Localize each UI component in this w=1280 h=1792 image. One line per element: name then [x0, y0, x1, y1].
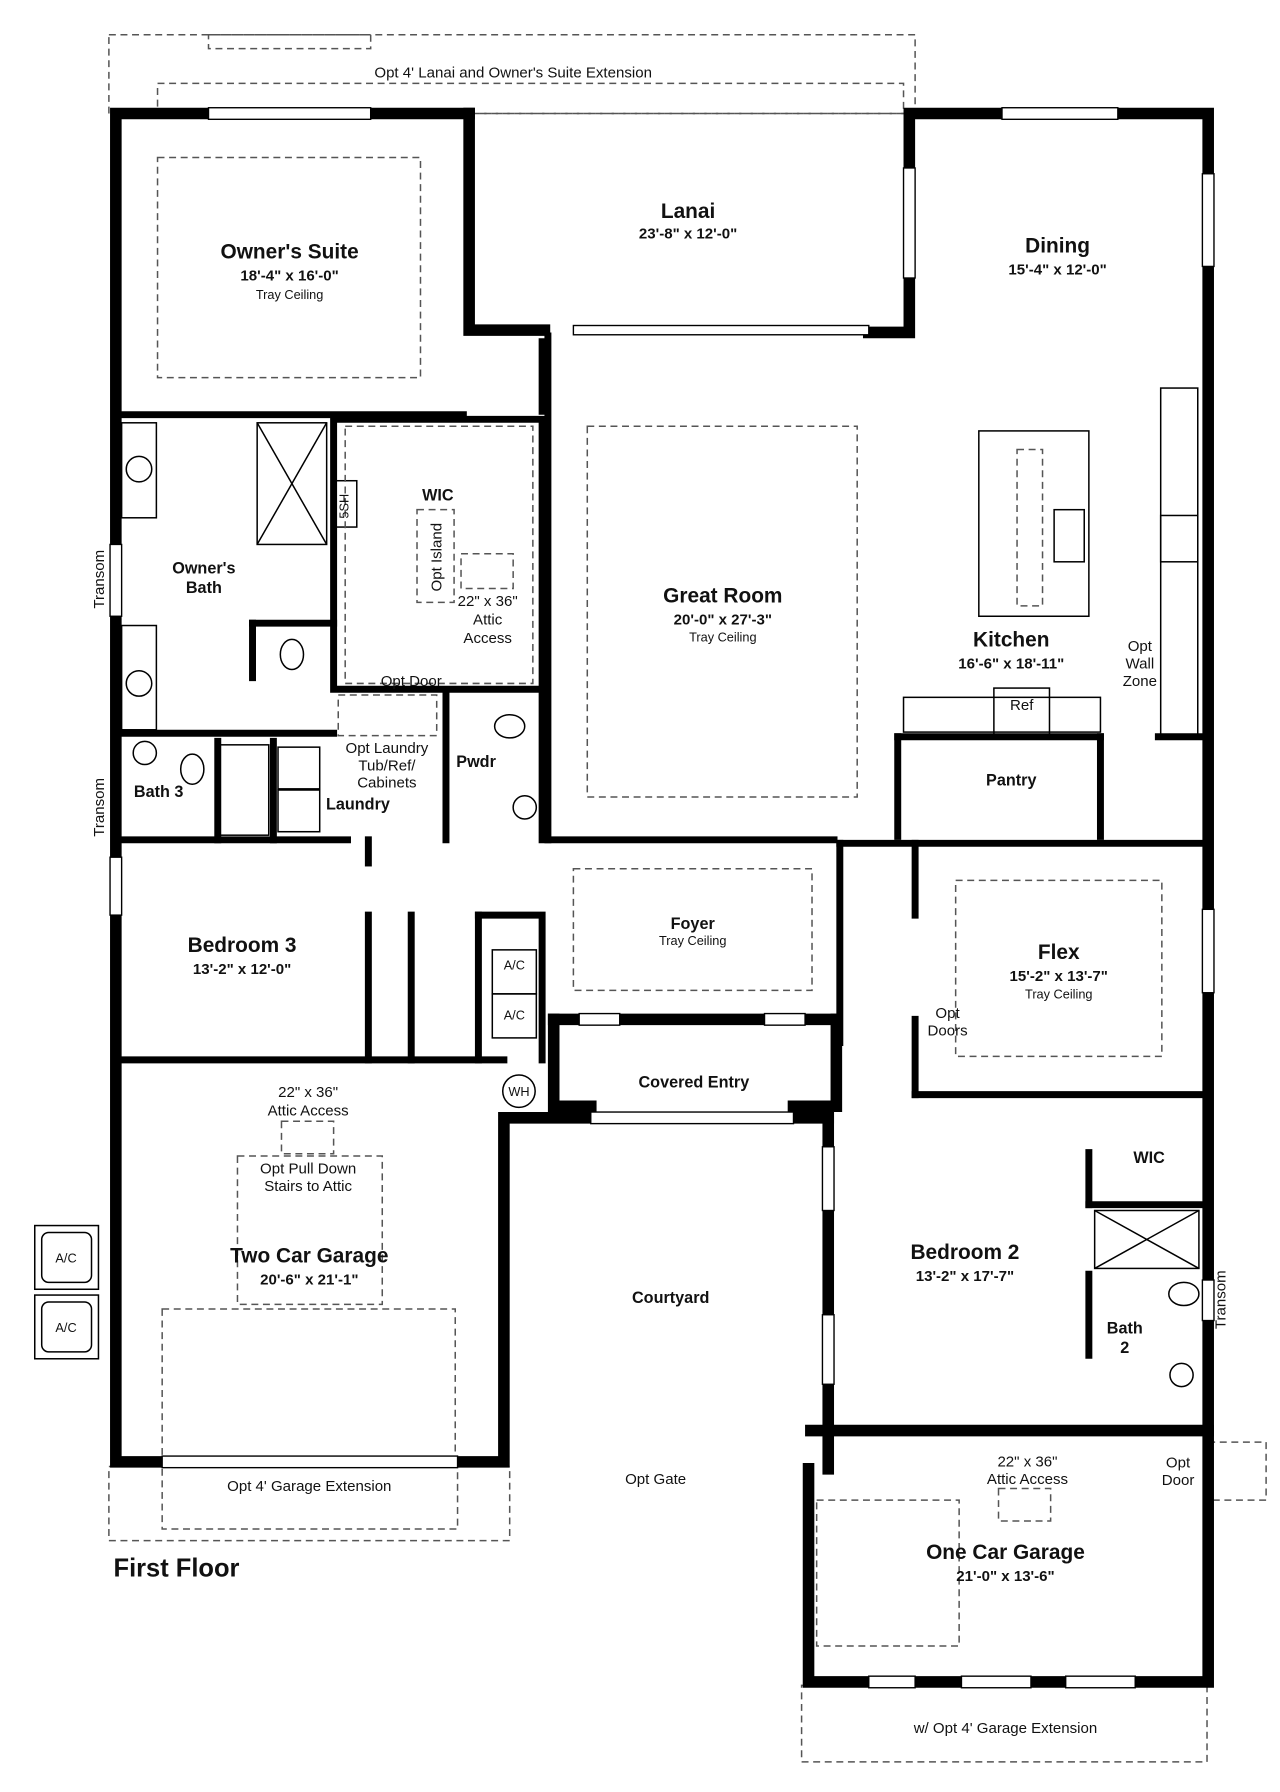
opt-doors-note: Opt — [935, 1005, 960, 1022]
bedroom2-dims: 13'-2" x 17'-7" — [916, 1268, 1014, 1285]
opt-laundry-note: Opt Laundry — [345, 740, 428, 757]
one-car-extension-note: w/ Opt 4' Garage Extension — [913, 1720, 1098, 1737]
opt-laundry-note-2: Tub/Ref/ — [358, 757, 416, 774]
flex-name: Flex — [1038, 941, 1080, 964]
laundry-name: Laundry — [326, 796, 390, 814]
courtyard-name: Courtyard — [632, 1289, 709, 1307]
dining-name: Dining — [1025, 235, 1090, 258]
owners-bath-name: Owner's — [172, 559, 235, 577]
pull-down-note: Opt Pull Down — [260, 1160, 356, 1177]
pantry-name: Pantry — [986, 771, 1036, 789]
lanai-name: Lanai — [661, 200, 715, 223]
wic-attic-note: 22" x 36" — [458, 593, 518, 610]
exterior-walls — [110, 107, 1214, 1688]
ref-label: Ref — [1010, 697, 1034, 714]
lanai-extension-note: Opt 4' Lanai and Owner's Suite Extension — [374, 65, 652, 82]
interior-walls — [112, 332, 1209, 1359]
transom-note-3: Transom — [1213, 1270, 1230, 1329]
pull-down-note-2: Stairs to Attic — [264, 1178, 352, 1195]
wic2-name: WIC — [1133, 1149, 1165, 1167]
flex-dims: 15'-2" x 13'-7" — [1010, 968, 1108, 985]
tray-ceilings — [156, 156, 1163, 1058]
foyer-note: Tray Ceiling — [659, 933, 726, 948]
opt-door-garage-note: Opt — [1166, 1455, 1191, 1472]
ac-label-3: A/C — [55, 1251, 76, 1266]
opt-gate-note: Opt Gate — [625, 1471, 686, 1488]
bedroom3-dims: 13'-2" x 12'-0" — [193, 961, 291, 978]
covered-entry-name: Covered Entry — [638, 1074, 749, 1092]
floor-title: First Floor — [114, 1555, 240, 1583]
transom-note: Transom — [91, 550, 108, 609]
wic-attic-note-3: Access — [463, 630, 512, 647]
opt-laundry-note-3: Cabinets — [357, 775, 416, 792]
fixtures — [120, 387, 1200, 1388]
opt-door-note: Opt Door — [381, 673, 442, 690]
opt-island-note: Opt Island — [428, 523, 445, 592]
owners-bath-name-2: Bath — [186, 579, 222, 597]
ac-label-2: A/C — [504, 1007, 525, 1022]
great-room-note: Tray Ceiling — [689, 630, 756, 645]
great-room-name: Great Room — [663, 584, 782, 607]
one-car-garage-name: One Car Garage — [926, 1541, 1085, 1564]
wall-zone-note-2: Wall — [1125, 655, 1154, 672]
bath2-name-2: 2 — [1120, 1339, 1129, 1357]
wic-attic-note-2: Attic — [473, 611, 503, 628]
one-car-attic-note: 22" x 36" — [997, 1453, 1057, 1470]
two-car-garage-dims: 20'-6" x 21'-1" — [260, 1272, 358, 1289]
flex-note: Tray Ceiling — [1025, 987, 1092, 1002]
kitchen-name: Kitchen — [973, 628, 1049, 651]
garage-attic-note: 22" x 36" — [278, 1084, 338, 1101]
ac-units — [33, 949, 538, 1360]
wall-zone-note: Opt — [1128, 638, 1153, 655]
garage-attic-note-2: Attic Access — [268, 1103, 349, 1120]
wall-zone-note-3: Zone — [1123, 673, 1157, 690]
owners-suite-note: Tray Ceiling — [256, 287, 323, 302]
windows — [109, 107, 1215, 1689]
opt-doors-note-2: Doors — [927, 1023, 967, 1040]
owners-suite-name: Owner's Suite — [221, 240, 359, 263]
bath3-name: Bath 3 — [134, 783, 184, 801]
one-car-garage-dims: 21'-0" x 13'-6" — [956, 1568, 1054, 1585]
two-car-garage-name: Two Car Garage — [230, 1245, 388, 1268]
bedroom3-name: Bedroom 3 — [188, 934, 297, 957]
ac-label: A/C — [504, 958, 525, 973]
room-labels: Opt 4' Lanai and Owner's Suite Extension… — [55, 65, 1229, 1737]
pwdr-name: Pwdr — [456, 753, 496, 771]
shelf-note: 5SH — [337, 494, 352, 519]
lanai-dims: 23'-8" x 12'-0" — [639, 226, 737, 243]
ac-label-4: A/C — [55, 1320, 76, 1335]
water-heater-label: WH — [508, 1084, 529, 1099]
garage-extension-note: Opt 4' Garage Extension — [227, 1478, 391, 1495]
foyer-name: Foyer — [671, 915, 716, 933]
kitchen-dims: 16'-6" x 18'-11" — [958, 655, 1064, 672]
great-room-dims: 20'-0" x 27'-3" — [674, 611, 772, 628]
bedroom2-name: Bedroom 2 — [910, 1241, 1019, 1264]
transom-note-2: Transom — [91, 778, 108, 837]
wic-name: WIC — [422, 486, 454, 504]
one-car-attic-note-2: Attic Access — [987, 1471, 1068, 1488]
opt-door-garage-note-2: Door — [1162, 1472, 1195, 1489]
dining-dims: 15'-4" x 12'-0" — [1008, 262, 1106, 279]
bath2-name: Bath — [1107, 1319, 1143, 1337]
owners-suite-dims: 18'-4" x 16'-0" — [240, 267, 338, 284]
